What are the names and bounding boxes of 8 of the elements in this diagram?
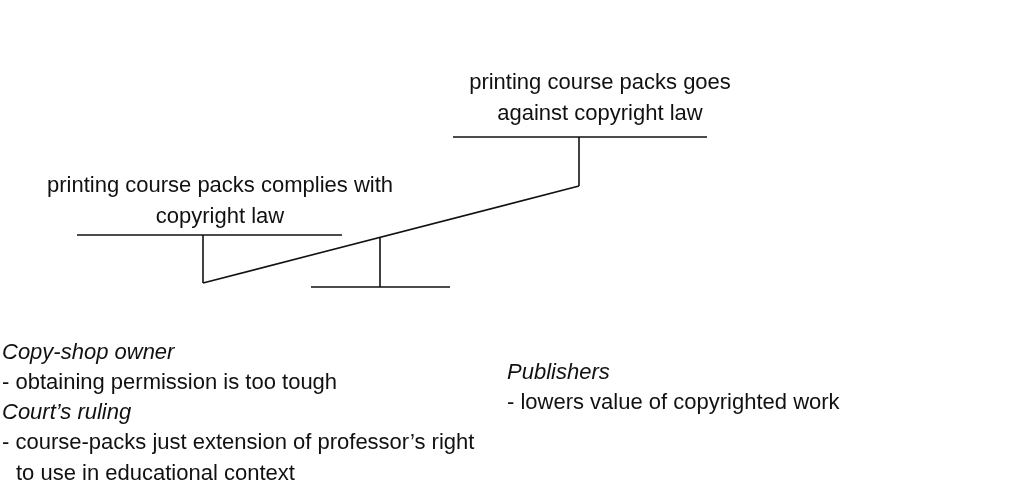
claim-text: printing course packs complies with copyright law: [45, 171, 394, 230]
argument-text: - obtaining permission is too tough: [2, 368, 339, 396]
claim-text: printing course packs goes against copyright law: [468, 68, 732, 127]
party-heading: Publishers: [507, 358, 611, 386]
argument-text: - lowers value of copyrighted work: [507, 388, 841, 416]
party-heading: Copy-shop owner: [2, 338, 176, 366]
party-heading: Court’s ruling: [2, 398, 133, 426]
argument-text: - course-packs just extension of professor’s right to use in educational context: [2, 428, 476, 487]
